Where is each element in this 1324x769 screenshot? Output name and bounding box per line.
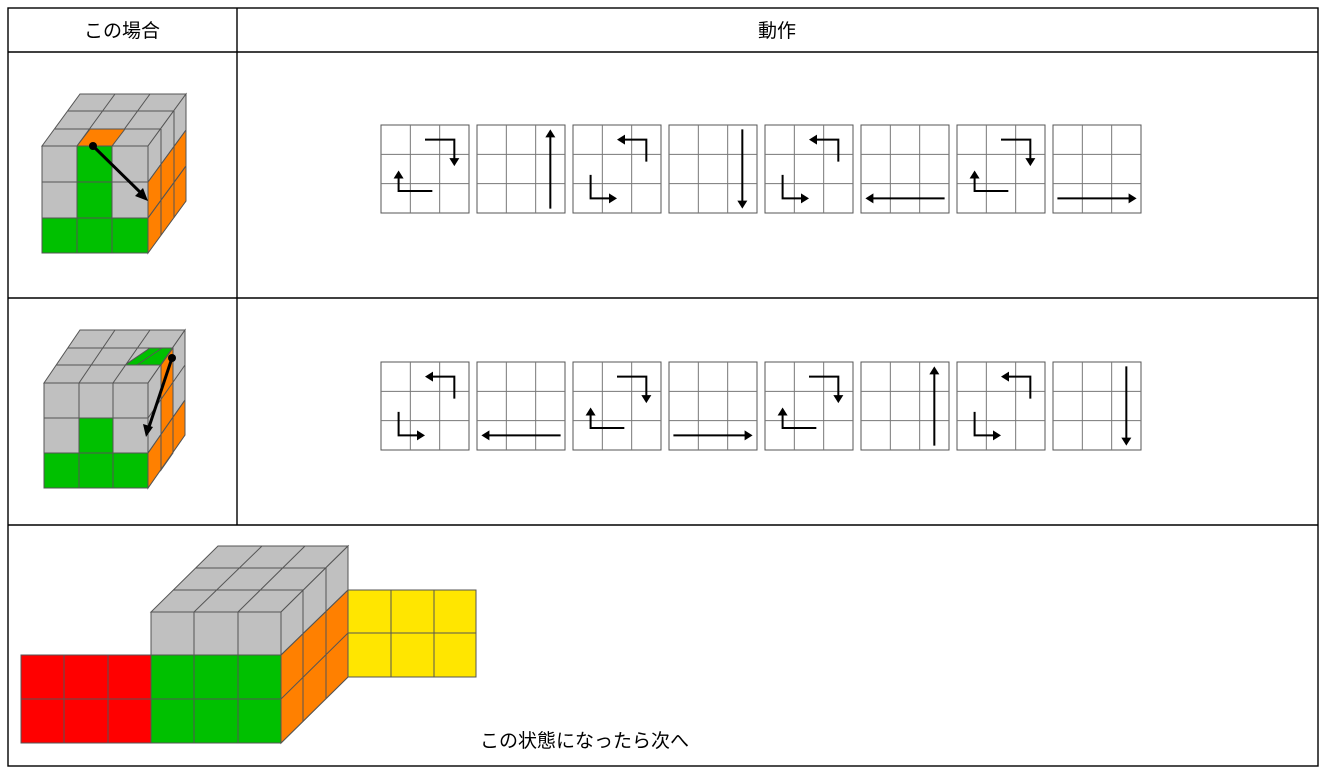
- moves-row-2: [380, 361, 1142, 451]
- move-tile-bottom-left: [476, 361, 566, 451]
- move-tile-bottom-right: [1052, 124, 1142, 214]
- move-tile-right-down: [668, 124, 758, 214]
- move-tile-right-up: [476, 124, 566, 214]
- header-action-label: 動作: [758, 20, 796, 42]
- move-tile-ul-ccw: [764, 124, 854, 214]
- move-tile-ul-ccw: [380, 361, 470, 451]
- result-caption: この状態になったら次へ: [480, 730, 689, 752]
- result-illustration: [20, 544, 477, 745]
- move-tile-right-down: [1052, 361, 1142, 451]
- case-1-cube: [41, 92, 187, 255]
- move-tile-ur-cw: [572, 361, 662, 451]
- table-borders: [7, 7, 1319, 767]
- move-tile-bottom-left: [860, 124, 950, 214]
- move-tile-bottom-right: [668, 361, 758, 451]
- move-tile-ul-ccw: [572, 124, 662, 214]
- move-tile-ul-ccw: [956, 361, 1046, 451]
- move-tile-ur-cw: [764, 361, 854, 451]
- moves-row-1: [380, 124, 1142, 214]
- move-tile-ur-cw: [380, 124, 470, 214]
- move-tile-right-up: [860, 361, 950, 451]
- header-case-label: この場合: [84, 20, 160, 42]
- case-2-cube: [43, 328, 186, 490]
- move-tile-ur-cw: [956, 124, 1046, 214]
